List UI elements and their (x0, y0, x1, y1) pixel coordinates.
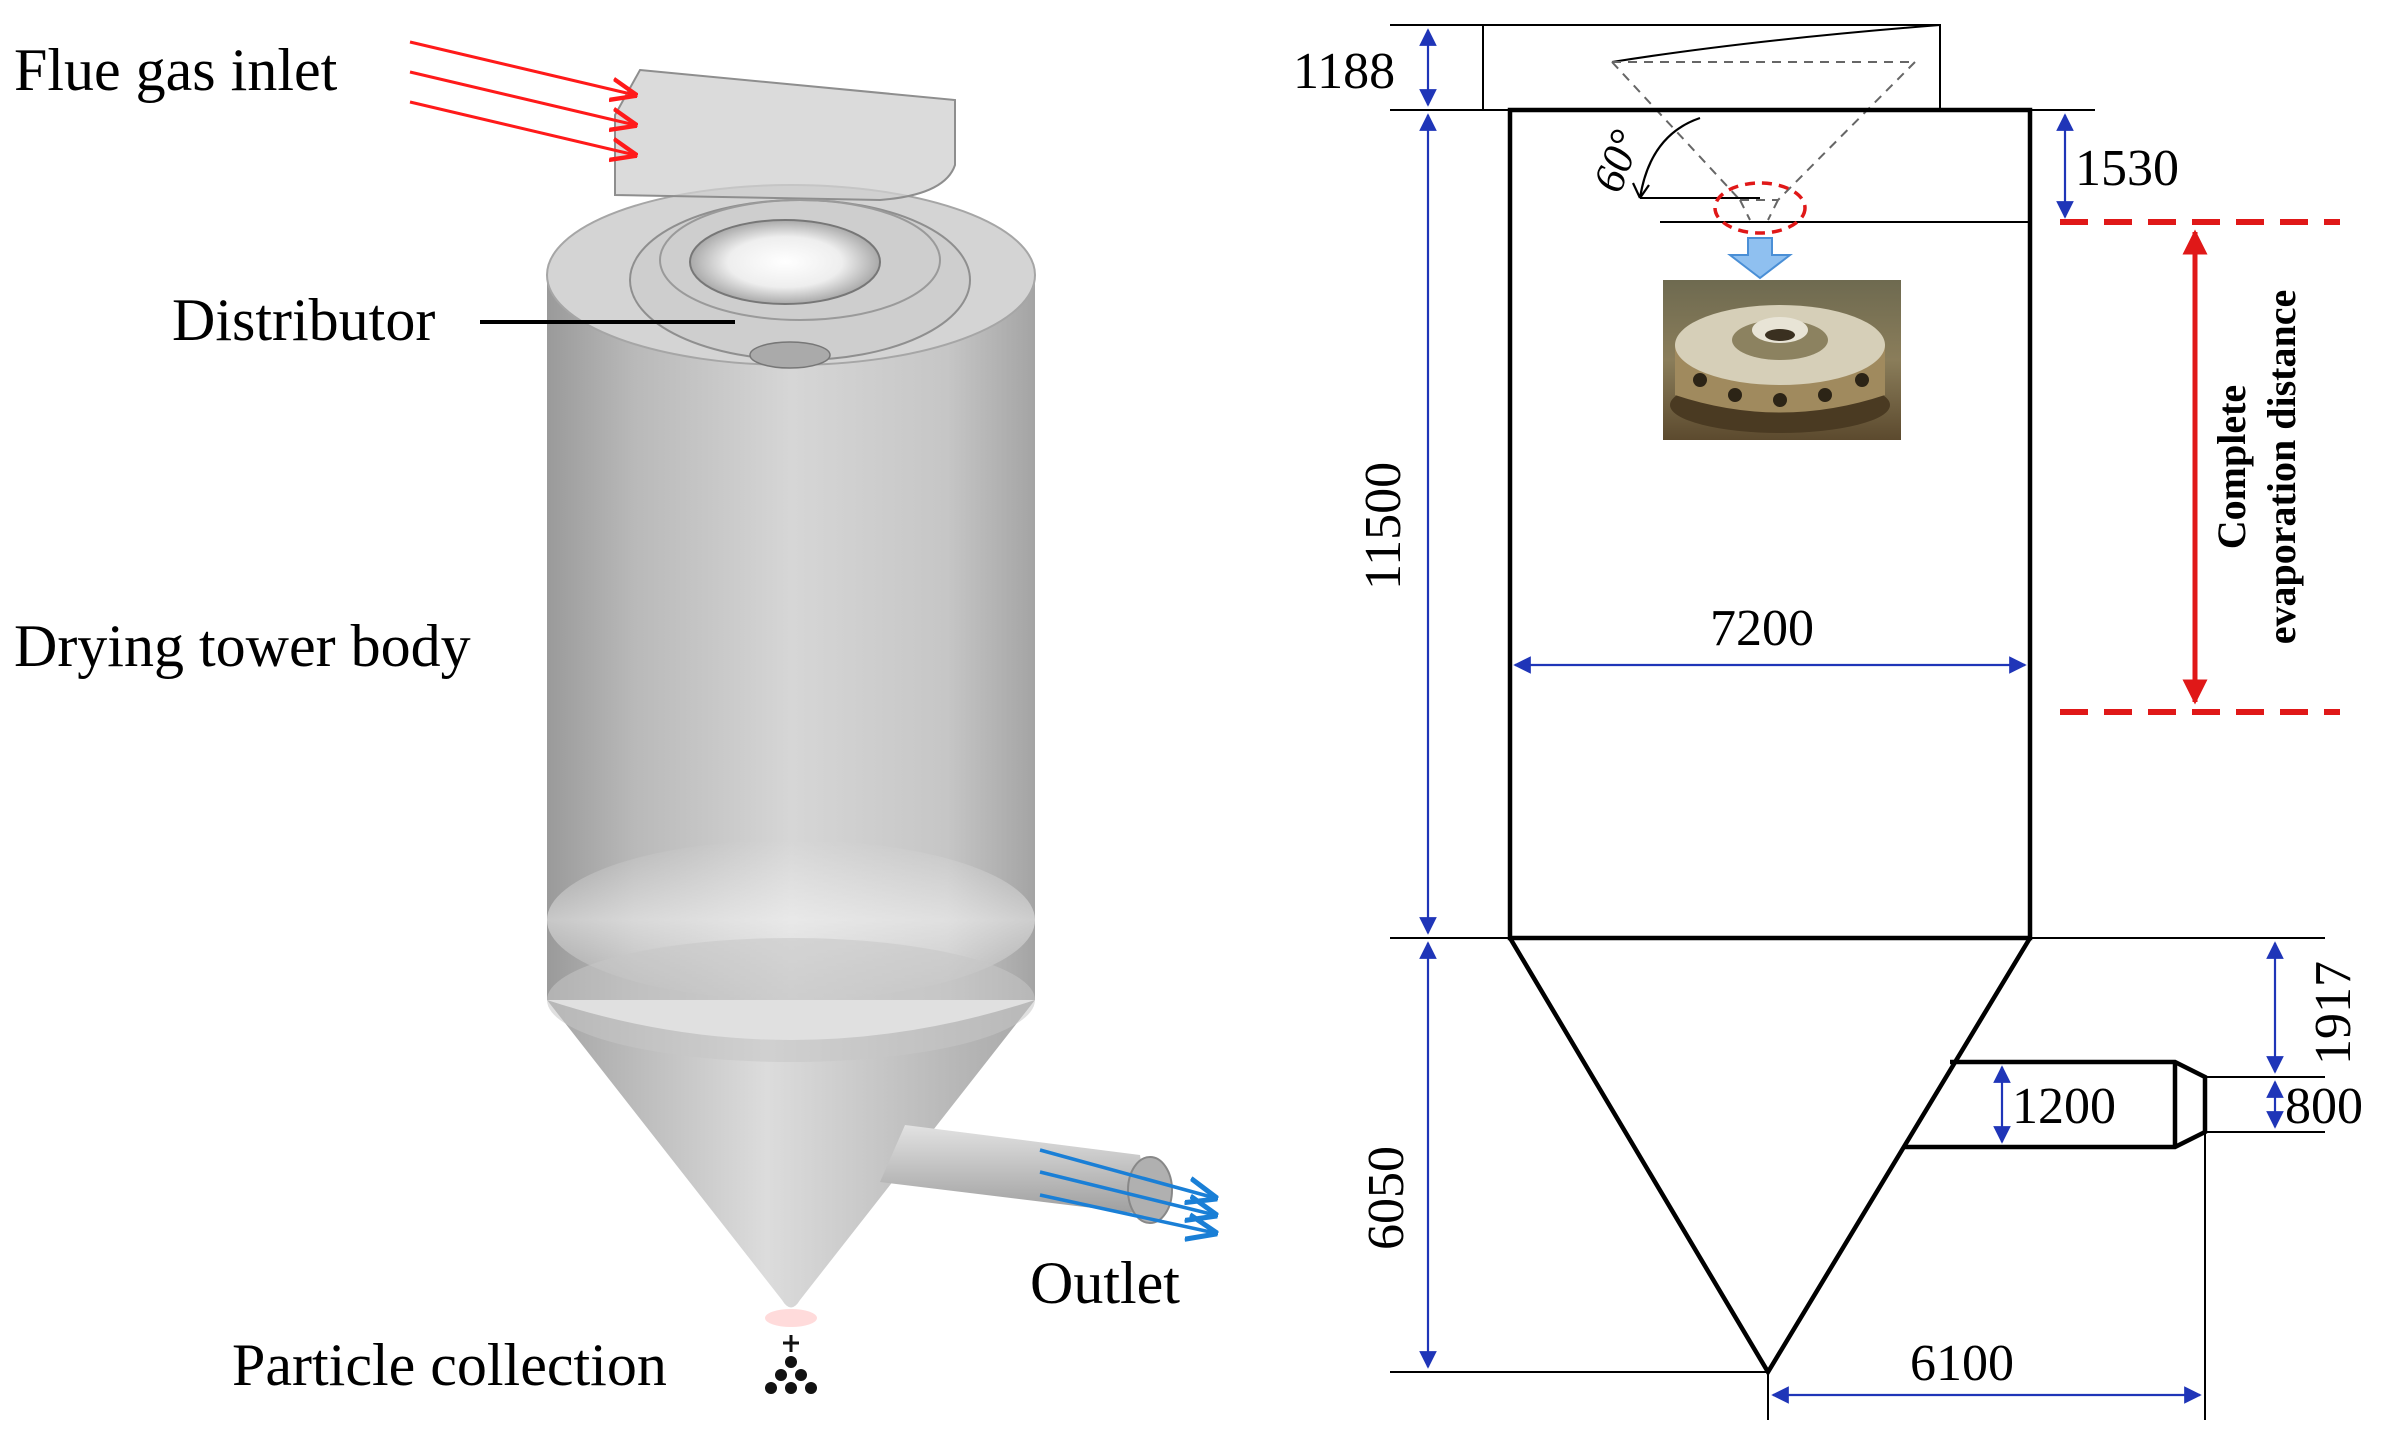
label-distributor: Distributor (172, 287, 435, 353)
outlet-arrow-1 (1039, 1148, 1215, 1198)
inlet-duct (614, 68, 956, 202)
dim-6100: 6100 (1910, 1335, 2014, 1392)
outlet-pipe-shape (880, 1125, 1150, 1215)
distributor-photo (1663, 280, 1901, 440)
angle-arc (1638, 116, 1701, 199)
inlet-arrow-1 (409, 40, 635, 95)
top-housing (1482, 24, 1941, 111)
cone-rim (547, 938, 1035, 1062)
outlet-pipe-end (1127, 1156, 1173, 1224)
tower-3d-render (546, 68, 1173, 1394)
tower-body-outline (1507, 107, 2033, 941)
dim-6050: 6050 (1358, 1146, 1415, 1250)
dim-60-degrees: 60° (1583, 124, 1650, 199)
label-outlet: Outlet (1030, 1250, 1180, 1316)
dim-1188: 1188 (1293, 43, 1395, 100)
photo-pointer-arrow (1727, 237, 1793, 280)
scroll-housing-inner (659, 199, 941, 321)
label-flue-gas-inlet: Flue gas inlet (14, 37, 338, 103)
distributor-bowl (689, 219, 881, 305)
outlet-arrow-3 (1039, 1193, 1215, 1233)
label-particle-collection: Particle collection (232, 1332, 667, 1398)
tower-cone-shape (547, 1000, 1035, 1308)
inlet-arrow-2 (409, 70, 635, 125)
label-drying-tower-body: Drying tower body (14, 613, 471, 679)
angle-arc-arrow (1632, 182, 1650, 199)
distributor-nozzle (749, 341, 831, 369)
dim-11500: 11500 (1355, 462, 1412, 590)
distributor-highlight-ellipse (1713, 181, 1807, 235)
tower-body-shape (547, 275, 1035, 1000)
outlet-pipe-outline (1905, 1059, 2208, 1150)
outlet-arrows (1039, 1148, 1215, 1233)
dim-1530: 1530 (2075, 140, 2179, 197)
label-evaporation-distance: evaporation distance (2259, 290, 2304, 644)
dim-7200: 7200 (1710, 600, 1814, 657)
dim-1917: 1917 (2305, 961, 2362, 1065)
dim-800: 800 (2285, 1078, 2363, 1135)
tower-cone-outline (1508, 936, 2032, 1377)
outlet-arrow-2 (1039, 1170, 1215, 1215)
engineering-drawing (1390, 24, 2340, 1420)
collection-glow (765, 1309, 817, 1327)
inlet-arrow-3 (409, 100, 635, 155)
dim-1200: 1200 (2012, 1078, 2116, 1135)
distributor-cone-dashed (1611, 61, 1916, 221)
top-housing-scroll (1611, 24, 1941, 63)
inlet-arrows (409, 40, 635, 155)
label-complete: Complete (2209, 385, 2254, 549)
particle-pile-icon (765, 1335, 817, 1394)
